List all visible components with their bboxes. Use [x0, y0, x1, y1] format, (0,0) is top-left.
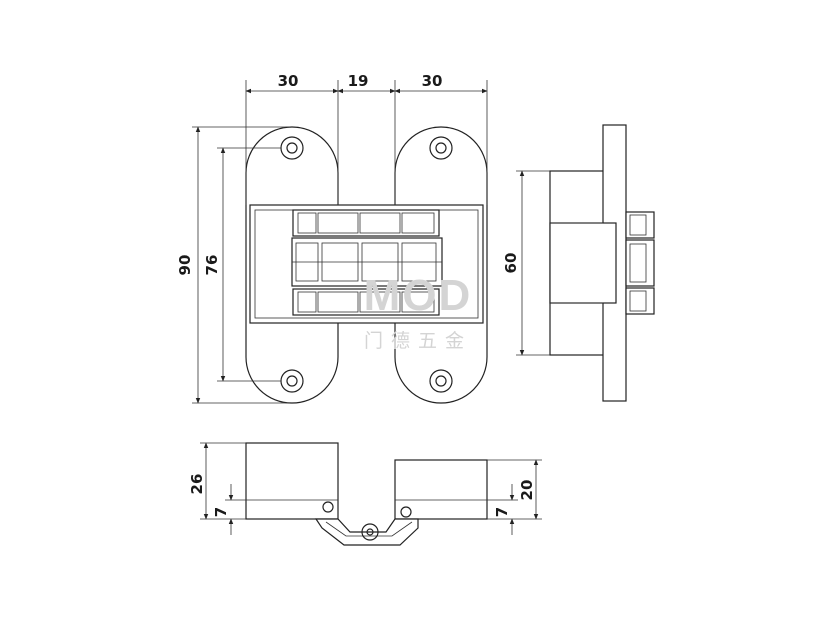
dim-width-left-label: 30 [278, 72, 299, 90]
hinge-body [249, 204, 484, 324]
dimension-height-total: 90 [176, 126, 290, 404]
dim-depth-left-label: 26 [188, 474, 206, 495]
dimension-height-side: 60 [502, 170, 550, 356]
side-view: 60 [502, 124, 655, 402]
mounting-hole-bottom-right [429, 369, 453, 393]
dimension-width-top: 30 19 30 [245, 72, 488, 205]
dim-width-right-label: 30 [422, 72, 443, 90]
dimension-height-holes: 76 [203, 147, 281, 382]
dim-height-holes-label: 76 [203, 255, 221, 276]
dim-width-gap-label: 19 [348, 72, 369, 90]
dimension-offset-left: 7 [212, 484, 246, 535]
left-housing [245, 442, 339, 520]
watermark-chinese: 门德五金 [364, 330, 472, 352]
dimension-offset-right: 7 [487, 484, 518, 535]
right-housing [394, 459, 488, 520]
dim-depth-right-label: 20 [518, 480, 536, 501]
dimension-depth-left: 26 [188, 442, 246, 520]
dim-height-total-label: 90 [176, 255, 194, 276]
front-view: MOD 门德五金 30 19 30 90 76 [176, 72, 488, 404]
dim-offset-left-label: 7 [212, 507, 230, 517]
dimension-depth-right: 20 [487, 459, 542, 520]
mounting-hole-top-right [429, 136, 453, 160]
bottom-view: 26 7 20 7 [188, 442, 542, 546]
dim-offset-right-label: 7 [493, 507, 511, 517]
watermark-brand: MOD [364, 271, 473, 320]
dim-height-side-label: 60 [502, 253, 520, 274]
